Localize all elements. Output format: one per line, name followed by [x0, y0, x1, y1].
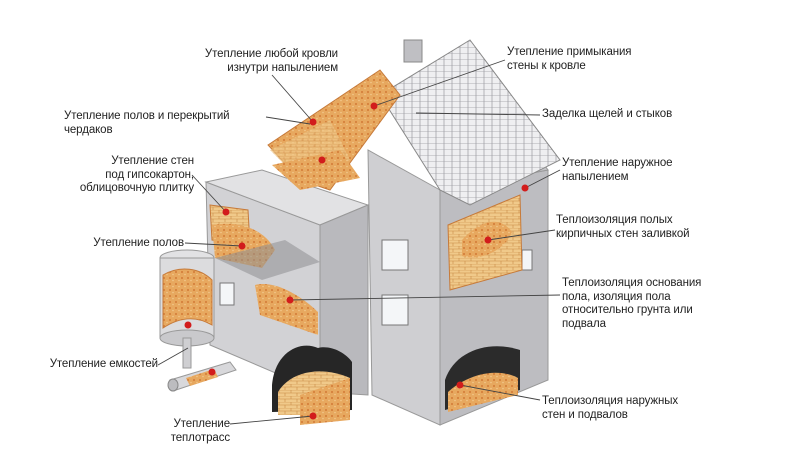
tank [160, 250, 214, 368]
marker-wall-roof-junction [371, 103, 378, 110]
label-heating-mains: Утепление теплотрасс [116, 418, 230, 445]
label-attic-floors: Утепление полов и перекрытий чердаков [64, 110, 274, 137]
marker-floor-base [287, 297, 294, 304]
marker-hollow-walls [485, 237, 492, 244]
label-wall-roof-junction: Утепление примыкания стены к кровле [507, 46, 657, 73]
marker-attic-floor [319, 157, 326, 164]
label-gaps-joints: Заделка щелей и стыков [542, 108, 692, 122]
label-tanks: Утепление емкостей [48, 358, 158, 372]
heating-pipe [168, 362, 236, 391]
label-roof-interior: Утепление любой кровли изнутри напыление… [178, 48, 338, 75]
label-hollow-brick-walls: Теплоизоляция полых кирпичных стен залив… [556, 214, 726, 241]
marker-basement [310, 413, 317, 420]
label-floor-base: Теплоизоляция основания пола, изоляция п… [562, 277, 732, 331]
label-floors: Утепление полов [80, 237, 184, 251]
marker-exterior-basement [457, 382, 464, 389]
label-walls-drywall: Утепление стен под гипсокартон, облицово… [74, 155, 194, 196]
marker-floors [239, 243, 246, 250]
marker-pipe [209, 369, 216, 376]
label-exterior-basement-walls: Теплоизоляция наружных стен и подвалов [542, 395, 712, 422]
label-exterior-spray: Утепление наружное напылением [562, 157, 712, 184]
marker-exterior [522, 185, 529, 192]
marker-roof-interior [310, 119, 317, 126]
marker-tank [185, 322, 192, 329]
marker-walls-drywall [223, 209, 230, 216]
